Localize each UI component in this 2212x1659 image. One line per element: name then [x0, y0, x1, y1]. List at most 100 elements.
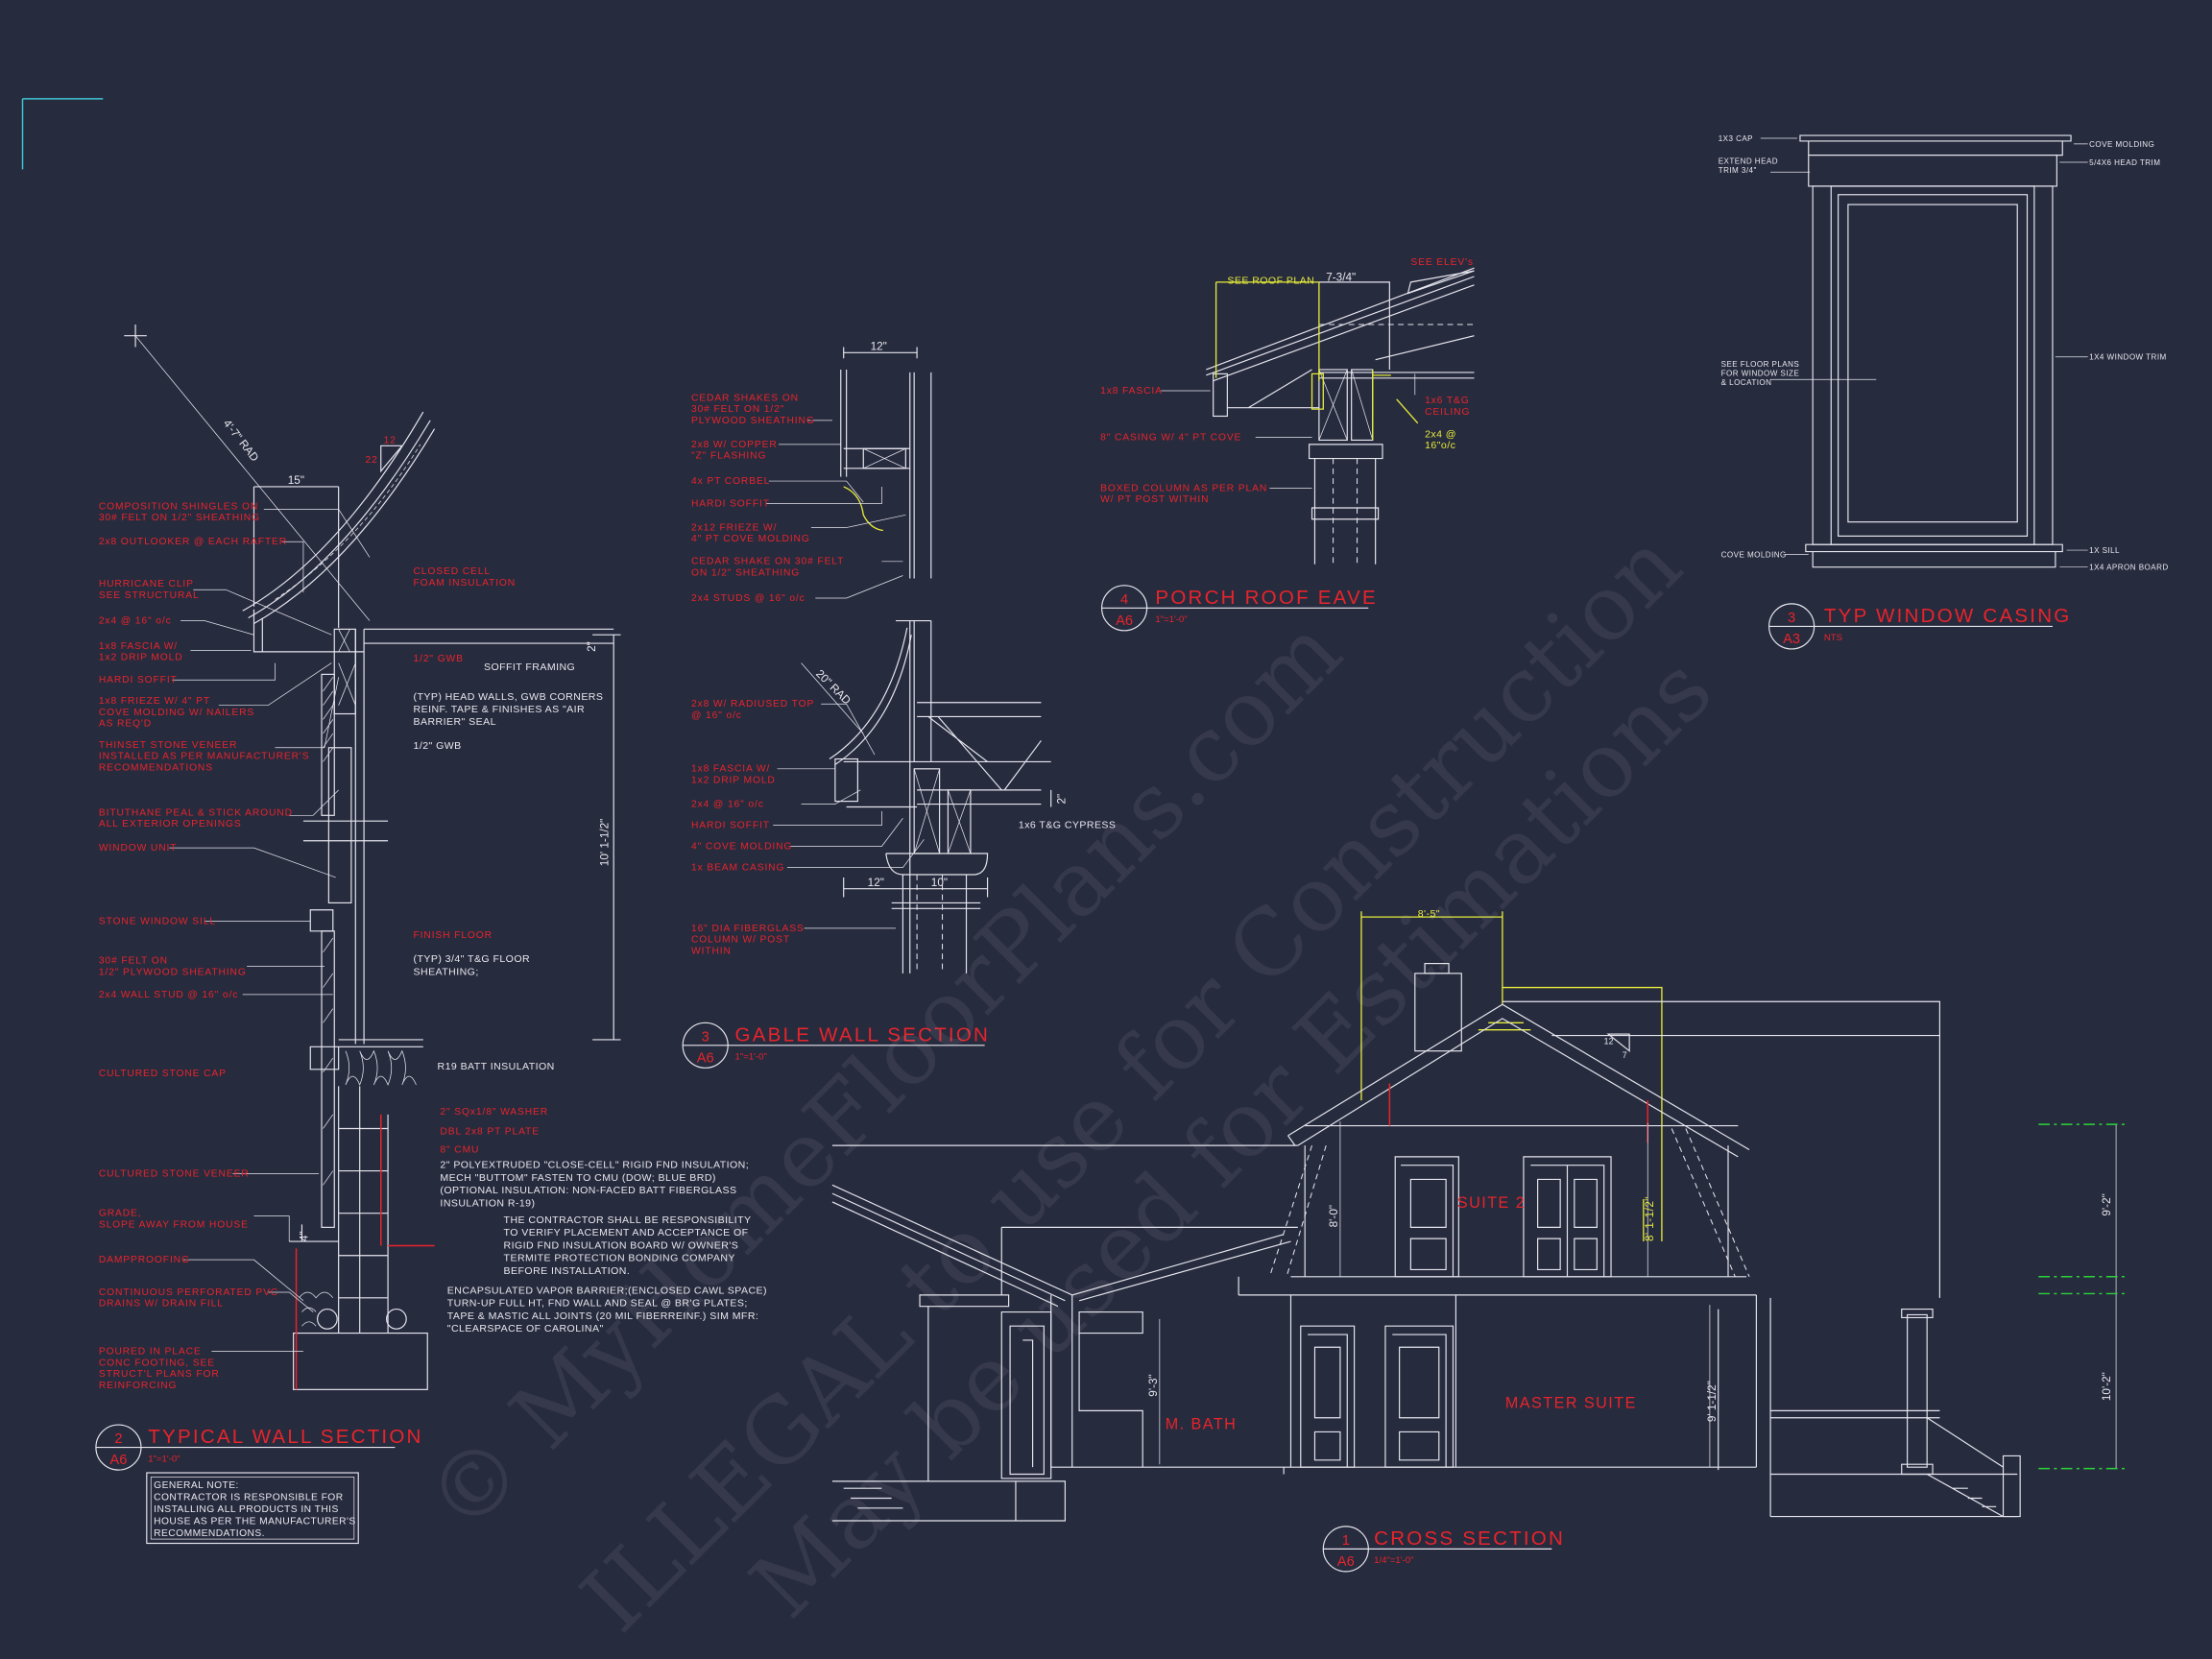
gable-section-label-line: ON 1/2" SHEATHING [691, 568, 800, 579]
wall-section-note-line: SHEATHING; [414, 966, 479, 977]
general-note-line: GENERAL NOTE: [154, 1480, 239, 1491]
porch-eave-label-line: 1x8 FASCIA [1100, 386, 1163, 397]
gable-top-width: 12" [871, 340, 887, 352]
window-casing-label-line: FOR WINDOW SIZE [1721, 370, 1800, 378]
wall-section-note: 2" POLYEXTRUDED "CLOSE-CELL" RIGID FND I… [440, 1160, 749, 1210]
wall-section-label-line: CLOSED CELL [414, 566, 491, 577]
window-casing-label: COVE MOLDING [2089, 140, 2154, 149]
gable-section-label-line: 2x12 FRIEZE W/ [691, 522, 777, 533]
wall-section-label-line: COVE MOLDING W/ NAILERS [99, 708, 254, 718]
porch-eave-note: 2x4 @16"o/c [1425, 429, 1456, 452]
wall-section-label: CULTURED STONE CAP [99, 1069, 227, 1079]
gable-section-label-line: 1x8 FASCIA W/ [691, 764, 770, 775]
wall-section-note-line: TO VERIFY PLACEMENT AND ACCEPTANCE OF [504, 1227, 749, 1238]
detail-title: PORCH ROOF EAVE [1155, 587, 1377, 609]
window-casing-title-block: 3 A3 TYP WINDOW CASING NTS [1768, 603, 2069, 650]
wall-section-label-line: WINDOW UNIT [99, 843, 178, 854]
general-note-box: GENERAL NOTE:CONTRACTOR IS RESPONSIBLE F… [146, 1472, 359, 1545]
soffit-drop-dimension: 2" [586, 641, 598, 652]
upper-right-height: 8' 1-1/2" [1644, 1196, 1656, 1241]
gable-bottom-right: 10" [931, 877, 948, 889]
porch-eave-label-line: 8" CASING W/ 4" PT COVE [1100, 432, 1241, 443]
gable-section-label: 2x4 STUDS @ 16" o/c [691, 593, 805, 604]
general-note-line: RECOMMENDATIONS. [154, 1528, 265, 1539]
wall-section-label: 2x8 OUTLOOKER @ EACH RAFTER [99, 537, 287, 547]
gable-section-label: 2x12 FRIEZE W/4" PT COVE MOLDING [691, 522, 810, 544]
porch-eave-label-line: 1x6 T&G [1425, 396, 1470, 406]
pitch-run: 12 [384, 435, 397, 445]
gable-section-label: 2x8 W/ COPPER"Z" FLASHING [691, 440, 778, 462]
gable-ceiling-drop: 2" [1055, 794, 1068, 805]
typical-wall-leaders [169, 509, 371, 1353]
gable-section-label-line: 4" PT COVE MOLDING [691, 534, 810, 544]
wall-section-label-line: STONE WINDOW SILL [99, 916, 216, 926]
wall-section-label: STONE WINDOW SILL [99, 916, 216, 926]
porch-eave-label-line: CEILING [1425, 407, 1470, 418]
window-casing-label-line: SEE FLOOR PLANS [1721, 360, 1800, 369]
sheet-number: A6 [109, 1453, 127, 1468]
gable-section-label-line: 1x2 DRIP MOLD [691, 776, 776, 786]
porch-eave-label: 1x8 FASCIA [1100, 386, 1163, 397]
gable-leaders [765, 420, 925, 929]
viewport-corner-mark [21, 98, 104, 170]
wall-section-label-line: BITUTHANE PEAL & STICK AROUND [99, 807, 293, 818]
porch-eave-label: 8" CASING W/ 4" PT COVE [1100, 432, 1241, 443]
gable-section-label-line: 2x4 STUDS @ 16" o/c [691, 593, 805, 604]
wall-section-note-line: (TYP) 3/4" T&G FLOOR [414, 953, 531, 965]
wall-section-note: SOFFIT FRAMING [484, 661, 575, 673]
detail-number: 3 [702, 1029, 709, 1045]
lower-height: 9' 1-1/2" [1706, 1381, 1719, 1422]
gable-section-label: HARDI SOFFIT [691, 821, 770, 831]
gable-section-label-line: HARDI SOFFIT [691, 499, 770, 510]
gable-section-label-line: COLUMN W/ POST [691, 935, 790, 946]
gable-wall-section-drawing [801, 347, 1052, 974]
wall-section-label-line: COMPOSITION SHINGLES ON [99, 501, 258, 512]
wall-section-note-line: (OPTIONAL INSULATION: NON-FACED BATT FIB… [440, 1185, 736, 1196]
wall-section-label-line: 1x2 DRIP MOLD [99, 653, 183, 663]
wall-section-label-line: FINISH FLOOR [414, 930, 493, 941]
wall-section-note-line: BEFORE INSTALLATION. [504, 1265, 631, 1277]
detail-scale: 1/4"=1'-0" [1374, 1555, 1413, 1566]
gable-section-label-line: 4" COVE MOLDING [691, 842, 792, 853]
wall-section-label-line: STRUCT'L PLANS FOR [99, 1369, 220, 1380]
wall-section-label-line: 1x8 FRIEZE W/ 4" PT [99, 696, 210, 707]
gable-section-label: 1x8 FASCIA W/1x2 DRIP MOLD [691, 764, 776, 786]
window-casing-label: COVE MOLDING [1721, 550, 1787, 559]
gable-section-label-line: 1x BEAM CASING [691, 863, 784, 874]
window-casing-label-line: 5/4X6 HEAD TRIM [2089, 158, 2160, 167]
wall-section-label-line: 1/2" GWB [414, 654, 464, 664]
wall-section-label-line: DAMPPROOFING [99, 1255, 190, 1265]
gable-section-label-line: 2x8 W/ RADIUSED TOP [691, 699, 814, 709]
detail-number: 4 [1120, 592, 1128, 608]
detail-scale: 1"=1'-0" [1155, 614, 1187, 625]
wall-section-label-line: CONC FOOTING, SEE [99, 1358, 215, 1368]
wall-section-label-line: 30# FELT ON [99, 956, 168, 967]
sheet-number: A6 [1337, 1554, 1355, 1570]
wall-section-label-line: HARDI SOFFIT [99, 675, 178, 685]
porch-eave-label-line: BOXED COLUMN AS PER PLAN [1100, 483, 1267, 493]
wall-section-label-line: REINFORCING [99, 1381, 178, 1391]
room-master-bath: M. BATH [1166, 1415, 1238, 1432]
wall-section-note-line: "CLEARSPACE OF CAROLINA" [447, 1323, 604, 1334]
detail-title: TYPICAL WALL SECTION [148, 1426, 422, 1448]
porch-roof-eave-title-block: 4 A6 PORCH ROOF EAVE 1"=1'-0" [1101, 585, 1377, 632]
window-casing-label: 1X3 CAP [1719, 134, 1753, 143]
window-casing-drawing [1799, 134, 2072, 568]
overhang-dimension: 15" [288, 474, 304, 487]
window-casing-label-line: 1X4 WINDOW TRIM [2089, 353, 2167, 362]
wall-section-note-line: RIGID FND INSULATION BOARD W/ OWNER'S [504, 1239, 739, 1251]
wall-section-label-line: AS REQ'D [99, 719, 152, 730]
